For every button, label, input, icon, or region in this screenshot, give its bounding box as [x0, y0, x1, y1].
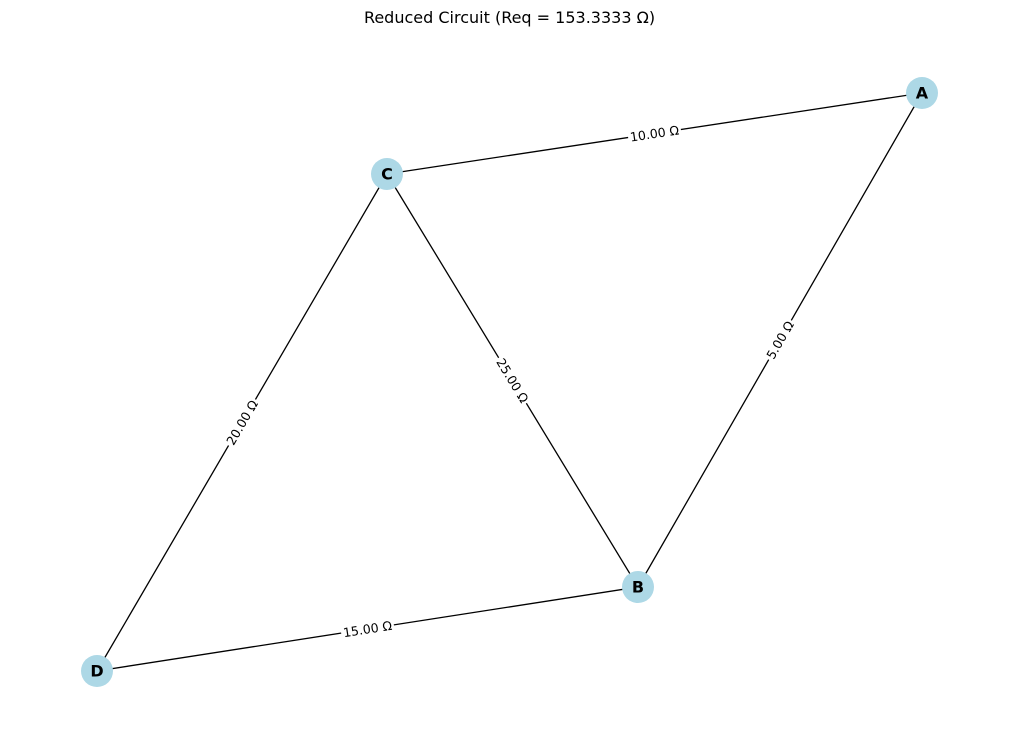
edge-label-group: 25.00 Ω [491, 353, 534, 408]
edge-label: 10.00 Ω [629, 122, 680, 144]
edge-label-background [491, 353, 534, 408]
edge-label-group: 10.00 Ω [626, 121, 683, 146]
edge-label-group: 20.00 Ω [221, 395, 263, 450]
edge-label: 25.00 Ω [493, 356, 532, 406]
node-label-d: D [90, 662, 103, 681]
node-a [906, 77, 938, 109]
edge-label-group: 15.00 Ω [339, 617, 396, 641]
node-d [81, 655, 113, 687]
node-label-a: A [916, 84, 929, 103]
edge-label-background [221, 395, 263, 450]
node-label-c: C [381, 165, 393, 184]
node-c [371, 158, 403, 190]
nodes-layer: A B C D [81, 77, 938, 687]
node-label-b: B [632, 578, 644, 597]
edge-labels-layer: 10.00 Ω 5.00 Ω 25.00 Ω 20.00 Ω 15.00 Ω [221, 121, 799, 641]
edge-label-group: 5.00 Ω [761, 316, 799, 364]
edge-label-background [339, 617, 396, 641]
edge-label-background [761, 316, 799, 364]
node-b [622, 571, 654, 603]
edge-label: 20.00 Ω [223, 397, 261, 448]
diagram-title: Reduced Circuit (Req = 153.3333 Ω) [363, 8, 656, 27]
edge-label-background [626, 121, 683, 146]
